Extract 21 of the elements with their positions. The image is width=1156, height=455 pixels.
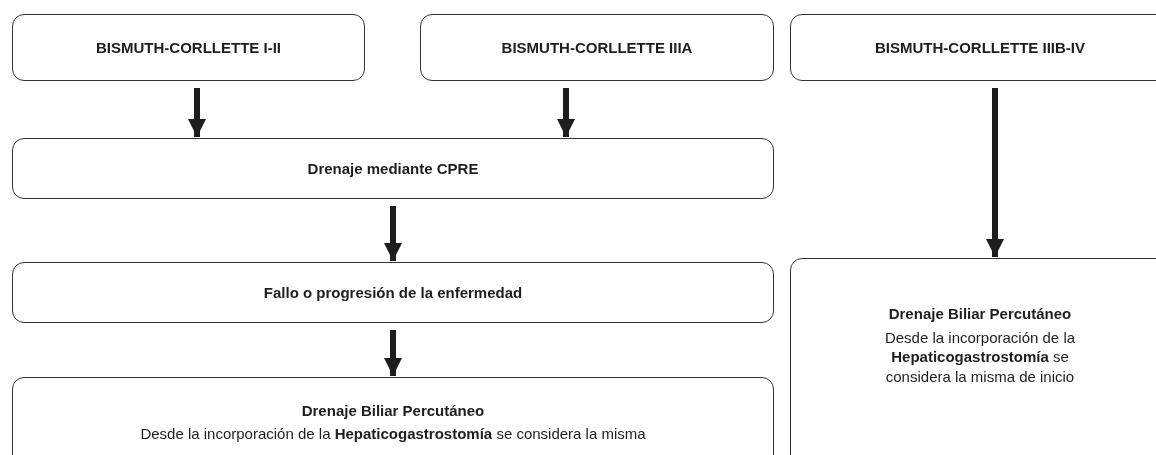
- arrow: [384, 206, 402, 261]
- arrow: [384, 330, 402, 376]
- heading-text: Drenaje mediante CPRE: [307, 158, 479, 179]
- process-box: [12, 14, 365, 81]
- process-box: [420, 14, 774, 81]
- process-box: [12, 262, 774, 323]
- process-box: [790, 258, 1156, 455]
- arrow: [557, 88, 575, 137]
- heading-text: Drenaje Biliar Percutáneo: [888, 304, 1072, 324]
- process-box: [790, 14, 1156, 81]
- heading-text: Fallo o progresión de la enfermedad: [263, 282, 523, 303]
- description-text: Desde la incorporación de la Hepaticogastrostomía se considera la misma de inicio: [883, 327, 1077, 386]
- heading-text: BISMUTH-CORLLETTE IIIB-IV: [875, 37, 1085, 58]
- heading-text: BISMUTH-CORLLETTE IIIA: [501, 37, 693, 58]
- heading-text: BISMUTH-CORLLETTE I-II: [96, 37, 281, 58]
- arrow: [188, 88, 206, 137]
- process-box: [12, 377, 774, 455]
- arrow: [986, 88, 1004, 257]
- heading-text: Drenaje Biliar Percutáneo: [301, 400, 485, 420]
- process-box: [12, 138, 774, 199]
- description-text: Desde la incorporación de la Hepaticogastrostomía se considera la misma: [140, 424, 646, 444]
